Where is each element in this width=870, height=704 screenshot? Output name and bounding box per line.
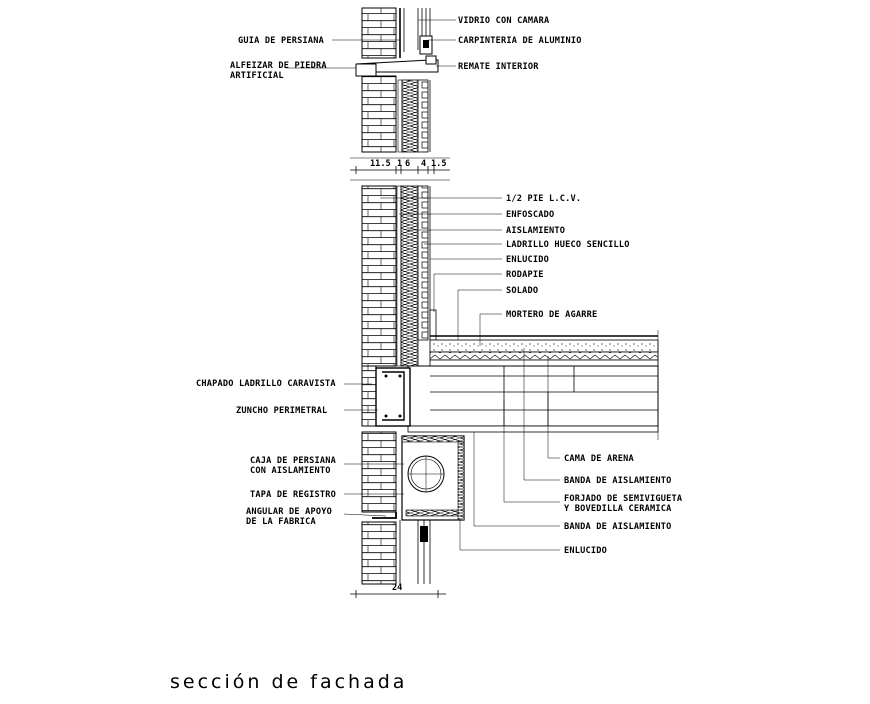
label-mortero: MORTERO DE AGARRE <box>506 310 597 320</box>
label-forjado-2: Y BOVEDILLA CERAMICA <box>564 504 672 514</box>
leader-lines <box>286 19 560 551</box>
dim-4: 4 <box>421 159 426 169</box>
dim-6: 6 <box>405 159 410 169</box>
drawing-title: sección de fachada <box>170 671 407 693</box>
wall-section <box>361 185 437 367</box>
label-rodapie: RODAPIE <box>506 270 544 280</box>
dimension-string-top: 11.5 1 6 4 1.5 <box>350 159 450 174</box>
label-alfeizar-2: ARTIFICIAL <box>230 71 284 81</box>
label-medio-pie: 1/2 PIE L.C.V. <box>506 194 581 204</box>
labels-right: VIDRIO CON CAMARA CARPINTERIA DE ALUMINI… <box>458 16 683 556</box>
label-banda-2: BANDA DE AISLAMIENTO <box>564 522 671 532</box>
label-enlucido-1: ENLUCIDO <box>506 255 549 265</box>
label-carpinteria: CARPINTERIA DE ALUMINIO <box>458 36 582 46</box>
dim-1: 1 <box>397 159 402 169</box>
label-ladrillo-hueco: LADRILLO HUECO SENCILLO <box>506 240 630 250</box>
upper-window-detail <box>355 7 439 153</box>
labels-left: GUIA DE PERSIANA ALFEIZAR DE PIEDRA ARTI… <box>196 36 337 527</box>
dimension-string-bottom: 24 <box>350 583 446 598</box>
label-cama-arena: CAMA DE ARENA <box>564 454 634 464</box>
label-vidrio: VIDRIO CON CAMARA <box>458 16 550 26</box>
label-solado: SOLADO <box>506 286 538 296</box>
label-zuncho: ZUNCHO PERIMETRAL <box>236 406 327 416</box>
label-enfoscado: ENFOSCADO <box>506 210 554 220</box>
label-enlucido-2: ENLUCIDO <box>564 546 607 556</box>
label-aislamiento: AISLAMIENTO <box>506 226 565 236</box>
dim-11-5: 11.5 <box>370 159 391 169</box>
label-remate: REMATE INTERIOR <box>458 62 539 72</box>
dim-24: 24 <box>392 583 402 593</box>
label-chapado: CHAPADO LADRILLO CARAVISTA <box>196 379 336 389</box>
label-forjado-1: FORJADO DE SEMIVIGUETA <box>564 494 683 504</box>
label-banda-1: BANDA DE AISLAMIENTO <box>564 476 671 486</box>
label-angular-1: ANGULAR DE APOYO <box>246 507 332 517</box>
label-caja-2: CON AISLAMIENTO <box>250 466 331 476</box>
slab-forjado <box>407 365 659 433</box>
label-caja-1: CAJA DE PERSIANA <box>250 456 337 466</box>
shutter-box <box>361 431 465 585</box>
label-angular-2: DE LA FABRICA <box>246 517 316 527</box>
floor-build-up <box>429 330 659 440</box>
label-alfeizar-1: ALFEIZAR DE PIEDRA <box>230 61 327 71</box>
perimeter-beam <box>361 365 411 427</box>
label-tapa: TAPA DE REGISTRO <box>250 490 336 500</box>
dim-1-5: 1.5 <box>431 159 447 169</box>
label-guia-persiana: GUIA DE PERSIANA <box>238 36 325 46</box>
